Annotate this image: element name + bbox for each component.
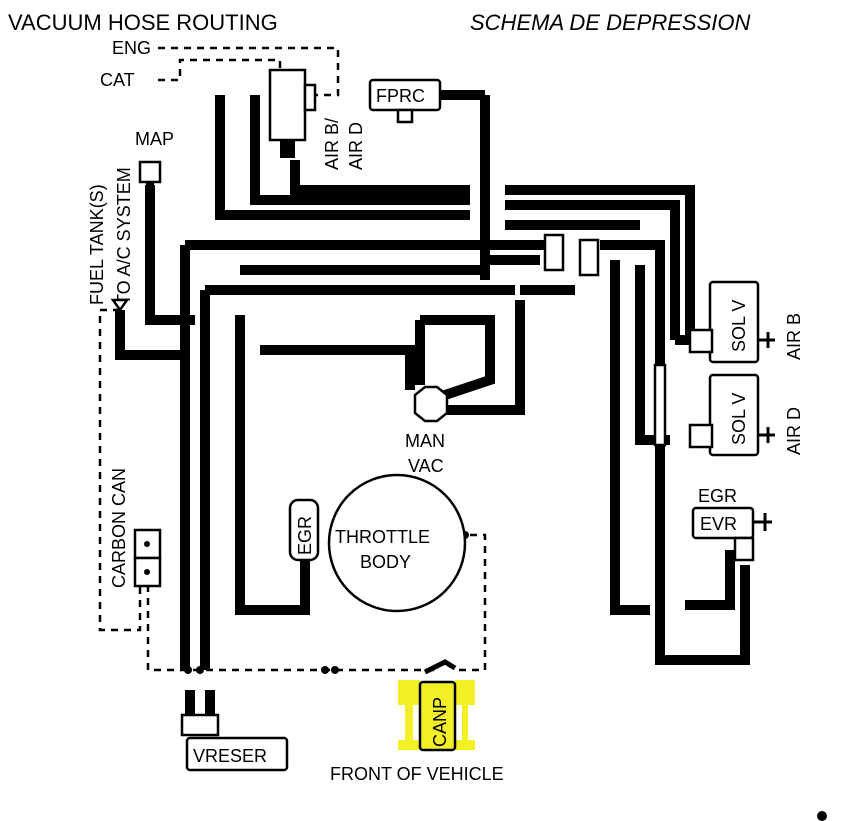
eng-label: ENG (112, 38, 151, 58)
egr-valve-label: EGR (295, 516, 315, 555)
throttle-body: THROTTLE BODY (327, 473, 467, 613)
carbon-can-label: CARBON CAN (109, 468, 129, 588)
manifold-vacuum-fitting (413, 385, 449, 423)
evr-device: EVR (691, 506, 772, 562)
egr-label: EGR (698, 486, 737, 506)
fprc-label: FPRC (376, 86, 425, 106)
map-sensor (138, 160, 162, 190)
vreser-label: VRESER (193, 746, 267, 766)
air-d-label: AIR D (784, 407, 804, 455)
diagram-title: VACUUM HOSE ROUTING (8, 10, 278, 35)
vacuum-reservoir: VRESER (180, 713, 289, 772)
carbon-canister (133, 528, 162, 588)
man-label: MAN (405, 431, 445, 451)
canp-label: CANP (430, 697, 450, 747)
throttle-label: THROTTLE (335, 527, 430, 547)
sol-v-air-b: SOL V (688, 280, 775, 364)
to-ac-system-label: TO A/C SYSTEM (114, 167, 134, 305)
canp-valve: CANP (398, 659, 475, 752)
sol-v-air-d: SOL V (688, 373, 775, 457)
body-label: BODY (360, 552, 411, 572)
egr-valve: EGR (288, 498, 320, 562)
vac-label: VAC (408, 456, 444, 476)
evr-label: EVR (700, 514, 737, 534)
fprc-device: FPRC (368, 78, 442, 124)
corner-mark (817, 811, 827, 821)
diagram-title-fr: SCHEMA DE DEPRESSION (470, 10, 750, 35)
front-of-vehicle-label: FRONT OF VEHICLE (330, 764, 504, 784)
main-hoses (115, 90, 750, 715)
fuel-tank-label: FUEL TANK(S) (87, 184, 107, 305)
arrow-up-icon (110, 298, 130, 313)
sol-v-b-label: SOL V (729, 300, 749, 352)
air-bd-label-line1: AIR B/ (322, 118, 342, 170)
map-label: MAP (135, 129, 174, 149)
cat-label: CAT (100, 70, 135, 90)
sol-v-d-label: SOL V (729, 393, 749, 445)
air-b-label: AIR B (784, 313, 804, 360)
connector-tees (184, 233, 667, 674)
air-bd-control-valve (268, 68, 317, 158)
dashed-hoses (98, 46, 487, 672)
air-bd-label-line2: AIR D (346, 122, 366, 170)
